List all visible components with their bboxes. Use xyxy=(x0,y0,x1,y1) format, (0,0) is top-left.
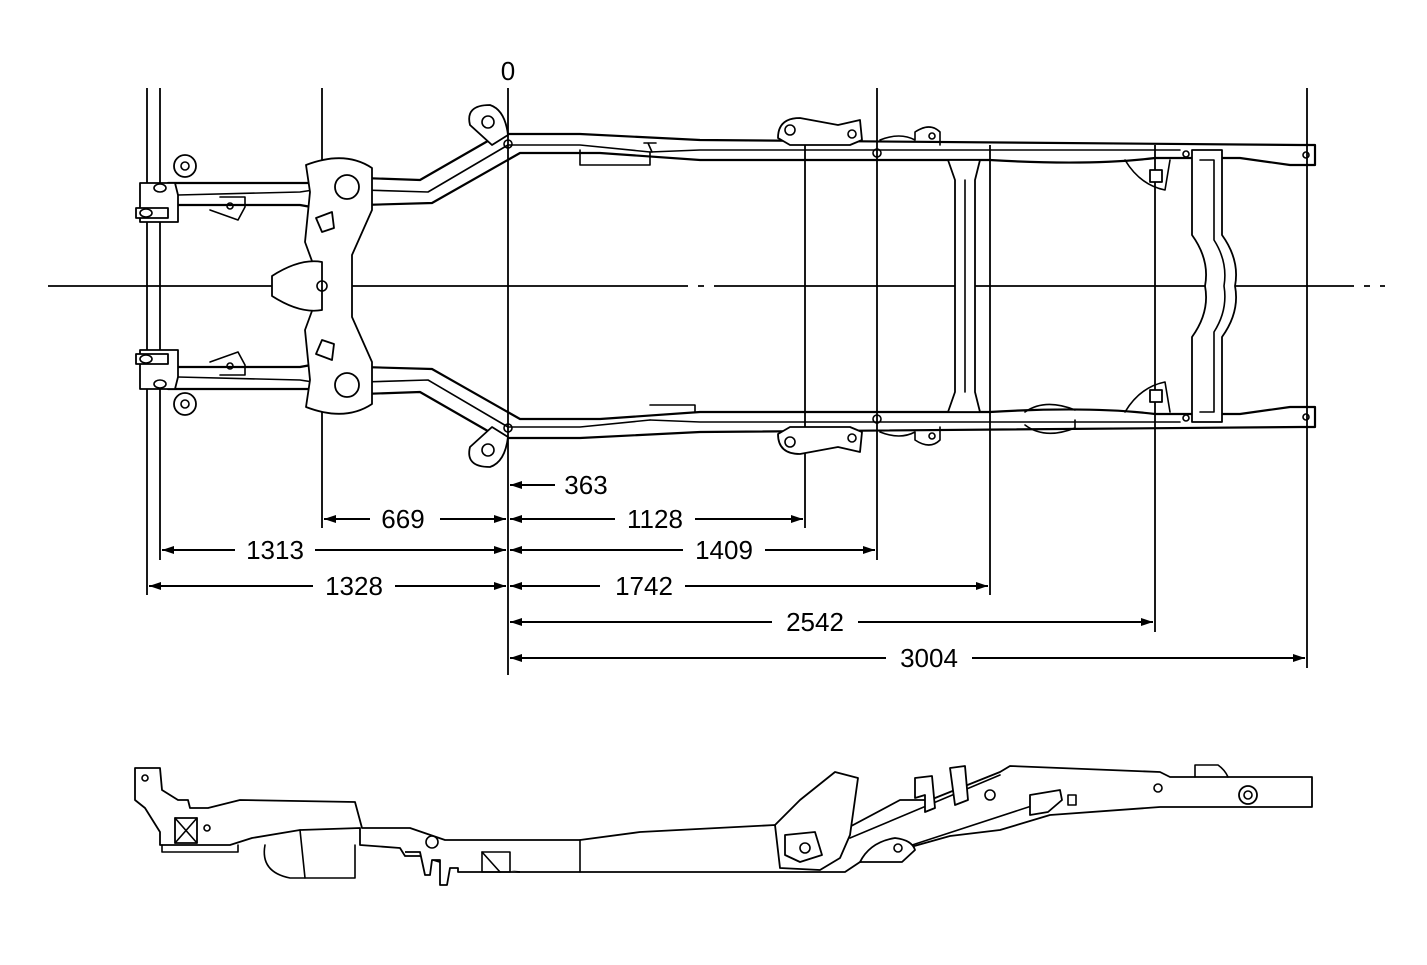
dim-label-1409: 1409 xyxy=(695,535,753,565)
dim-label-1128: 1128 xyxy=(627,504,683,534)
frame-top-view xyxy=(135,104,1317,468)
zero-label: 0 xyxy=(501,56,515,86)
dim-label-1742: 1742 xyxy=(615,571,673,601)
dim-label-669: 669 xyxy=(381,504,424,534)
dim-label-1328: 1328 xyxy=(325,571,383,601)
dim-label-363: 363 xyxy=(564,470,607,500)
dim-label-1313: 1313 xyxy=(246,535,304,565)
dim-label-3004: 3004 xyxy=(900,643,958,673)
dimension-lines: 363 669 1128 1313 1409 1328 1742 2542 30 xyxy=(149,470,1305,673)
frame-side-view xyxy=(134,764,1313,886)
reference-lines xyxy=(146,88,1308,675)
dim-label-2542: 2542 xyxy=(786,607,844,637)
